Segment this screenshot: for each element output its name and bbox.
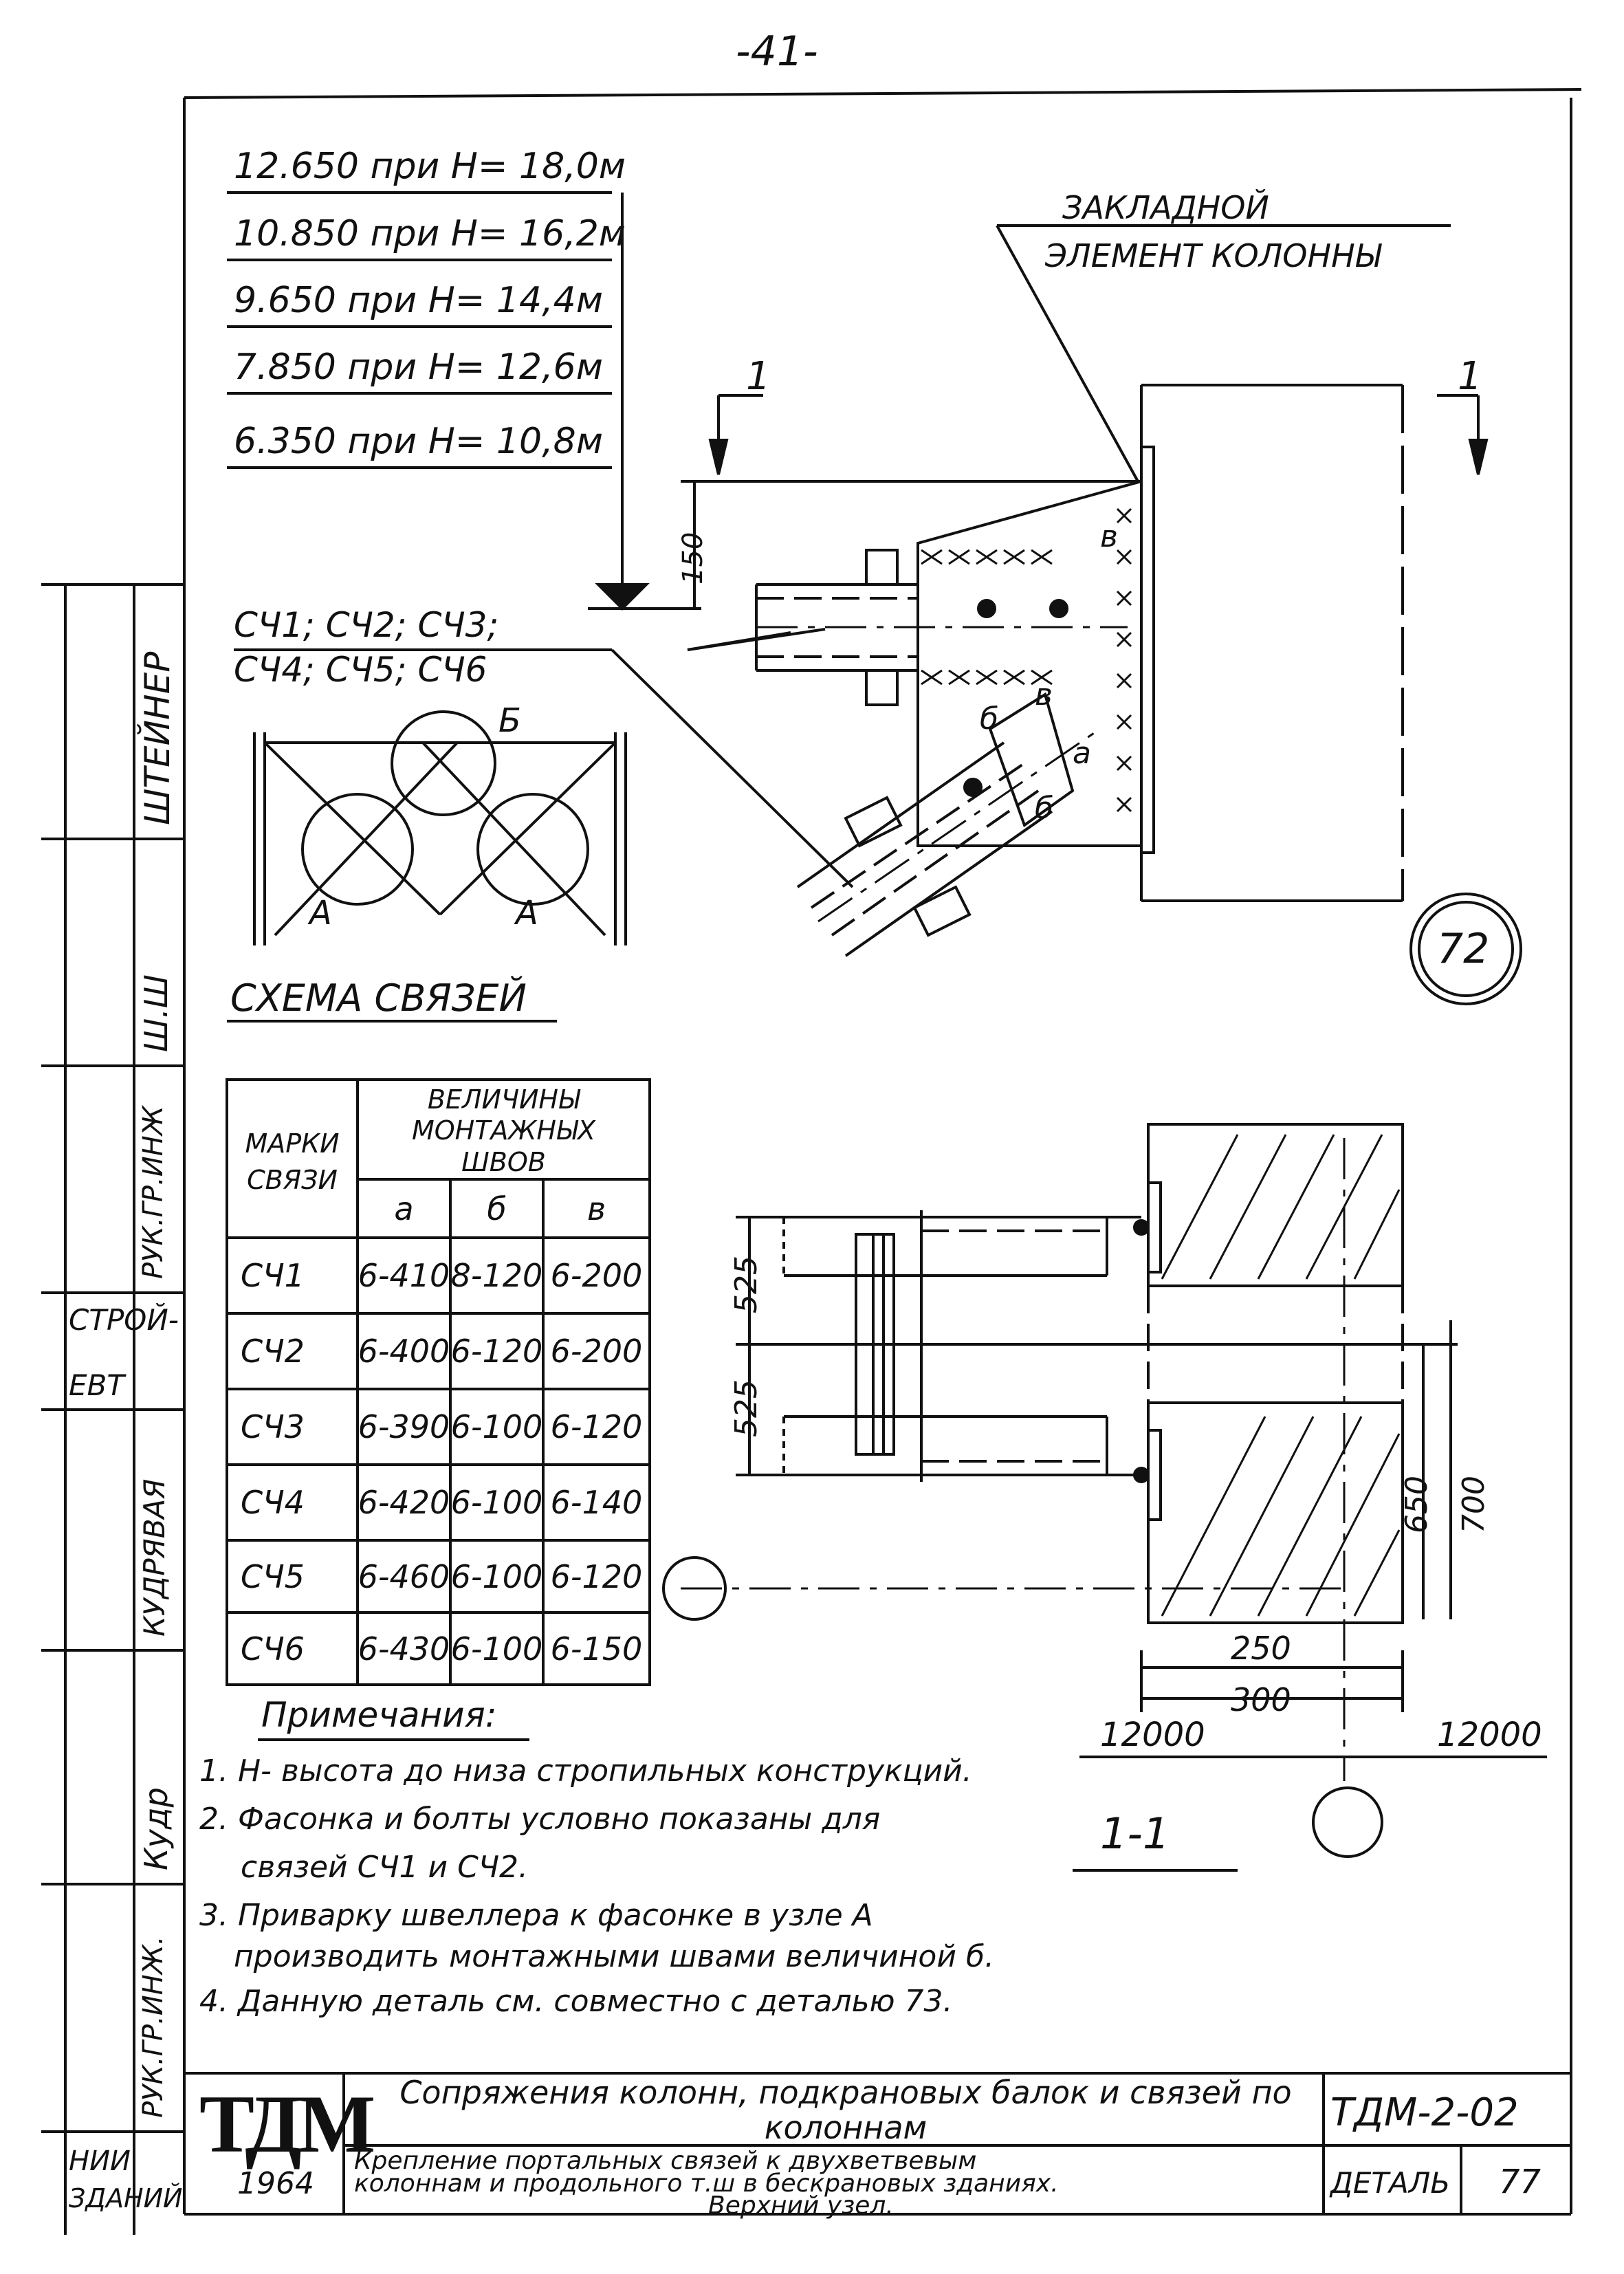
level-text: 6.350 при H= 10,8м xyxy=(234,421,603,462)
section-mark: 1 xyxy=(746,354,771,399)
detail-number: 77 xyxy=(1499,2163,1541,2201)
brace-marks-line: СЧ4; СЧ5; СЧ6 xyxy=(234,650,487,690)
level-text: 7.850 при H= 12,6м xyxy=(234,347,603,388)
node-label-a: А xyxy=(309,894,332,932)
side-stamp-name: РУК.ГР.ИНЖ xyxy=(138,1106,169,1279)
table-cell: 6-100 xyxy=(450,1484,543,1521)
dimension-12000: 12000 xyxy=(1100,1716,1205,1754)
table-row-mark: СЧ1 xyxy=(241,1257,305,1294)
table-cell: 6-390 xyxy=(358,1408,450,1445)
drawing-code: ТДМ-2-02 xyxy=(1330,2090,1519,2135)
stamp-year: 1964 xyxy=(237,2166,314,2201)
node-label-a: А xyxy=(516,894,538,932)
weld-label-a: а xyxy=(1073,736,1091,771)
table-row-mark: СЧ6 xyxy=(241,1630,305,1668)
note-line: 3. Приварку швеллера к фасонке в узле А xyxy=(199,1898,873,1933)
table-cell: 6-420 xyxy=(358,1484,450,1521)
stamp-subtitle: Крепление портальных связей к двухветвев… xyxy=(354,2147,977,2175)
table-cell: 6-150 xyxy=(550,1630,643,1668)
notes-title: Примечания: xyxy=(261,1695,497,1735)
table-col-b: б xyxy=(487,1190,507,1227)
brace-marks-line: СЧ1; СЧ2; СЧ3; xyxy=(234,605,499,645)
schema-title: СХЕМА СВЯЗЕЙ xyxy=(230,976,527,1020)
table-cell: 6-400 xyxy=(358,1333,450,1370)
table-cell: 6-430 xyxy=(358,1630,450,1668)
node-label-b: Б xyxy=(498,701,521,740)
side-stamp-name: ШТЕЙНЕР xyxy=(138,651,177,825)
detail-label: ДЕТАЛЬ xyxy=(1330,2166,1451,2200)
dimension-300: 300 xyxy=(1231,1681,1291,1718)
note-line: 2. Фасонка и болты условно показаны для xyxy=(199,1802,881,1837)
weld-label-v: в xyxy=(1035,677,1053,712)
table-row-mark: СЧ3 xyxy=(241,1408,305,1445)
side-stamp-name: Кудр xyxy=(138,1787,175,1870)
level-mark xyxy=(595,583,650,611)
weld-label-b: б xyxy=(980,701,999,736)
detail-circle-number: 72 xyxy=(1437,925,1490,973)
dimension-525: 525 xyxy=(729,1379,764,1437)
side-stamp-name: СТРОЙ- xyxy=(69,1303,179,1337)
note-line: связей СЧ1 и СЧ2. xyxy=(241,1850,528,1885)
side-stamp-name: РУК.ГР.ИНЖ. xyxy=(138,1936,169,2118)
table-cell: 8-120 xyxy=(450,1257,543,1294)
side-stamp-name: ЕВТ xyxy=(69,1368,125,1402)
table-row-mark: СЧ5 xyxy=(241,1557,305,1595)
table-col-v: в xyxy=(586,1190,606,1227)
embedded-element-label: ЗАКЛАДНОЙ xyxy=(1062,189,1269,226)
embedded-element-label: ЭЛЕМЕНТ КОЛОННЫ xyxy=(1045,237,1381,274)
gusset-plate xyxy=(917,479,1143,847)
side-stamp-name: КУДРЯВАЯ xyxy=(138,1478,171,1637)
dimension-525: 525 xyxy=(729,1256,764,1313)
table-cell: 6-410 xyxy=(358,1257,450,1294)
page-number: -41- xyxy=(736,28,818,76)
section-label: 1-1 xyxy=(1100,1808,1170,1859)
table-cell: 6-100 xyxy=(450,1630,543,1668)
note-line: производить монтажными швами величиной б… xyxy=(234,1939,995,1974)
dimension-150: 150 xyxy=(677,532,709,584)
table-cell: 6-140 xyxy=(550,1484,643,1521)
note-line: 4. Данную деталь см. совместно с деталью… xyxy=(199,1984,953,2019)
table-cell: 6-120 xyxy=(450,1333,543,1370)
section-mark: 1 xyxy=(1458,354,1482,399)
note-line: 1. H- высота до низа стропильных констру… xyxy=(199,1753,972,1789)
table-col-a: а xyxy=(394,1190,414,1227)
table-row-mark: СЧ2 xyxy=(241,1333,305,1370)
dimension-700: 700 xyxy=(1456,1476,1491,1533)
stamp-subtitle: Верхний узел. xyxy=(708,2191,894,2220)
table-cell: 6-120 xyxy=(550,1557,643,1595)
table-cell: 6-460 xyxy=(358,1557,450,1595)
dimension-12000: 12000 xyxy=(1437,1716,1542,1754)
table-cell: 6-200 xyxy=(550,1333,643,1370)
stamp-subtitle: колоннам и продольного т.ш в бескрановых… xyxy=(354,2169,1059,2198)
weld-table-frame xyxy=(226,1078,651,1686)
side-stamp-bottom: ЗДАНИЙ xyxy=(69,2183,183,2213)
logo: ТДМ xyxy=(199,2078,375,2169)
table-cell: 6-100 xyxy=(450,1408,543,1445)
table-header-values: ВЕЛИЧИНЫ МОНТАЖНЫХ ШВОВ xyxy=(411,1084,596,1177)
table-cell: 6-200 xyxy=(550,1257,643,1294)
level-text: 12.650 при H= 18,0м xyxy=(234,146,626,187)
table-cell: 6-120 xyxy=(550,1408,643,1445)
weld-label-b: б xyxy=(1035,791,1054,826)
weld-label-v: в xyxy=(1100,519,1118,554)
table-cell: 6-100 xyxy=(450,1557,543,1595)
side-stamp-name: Ш.Ш xyxy=(138,974,175,1052)
level-text: 9.650 при H= 14,4м xyxy=(234,280,603,321)
table-header-mark: МАРКИ СВЯЗИ xyxy=(245,1128,340,1195)
dimension-650: 650 xyxy=(1399,1476,1434,1533)
level-text: 10.850 при H= 16,2м xyxy=(234,213,626,254)
frame-top xyxy=(184,88,1582,99)
table-row-mark: СЧ4 xyxy=(241,1484,305,1521)
dimension-250: 250 xyxy=(1231,1630,1291,1667)
side-stamp-bottom: НИИ xyxy=(69,2145,131,2177)
stamp-title: Сопряжения колонн, подкрановых балок и с… xyxy=(399,2074,1292,2146)
